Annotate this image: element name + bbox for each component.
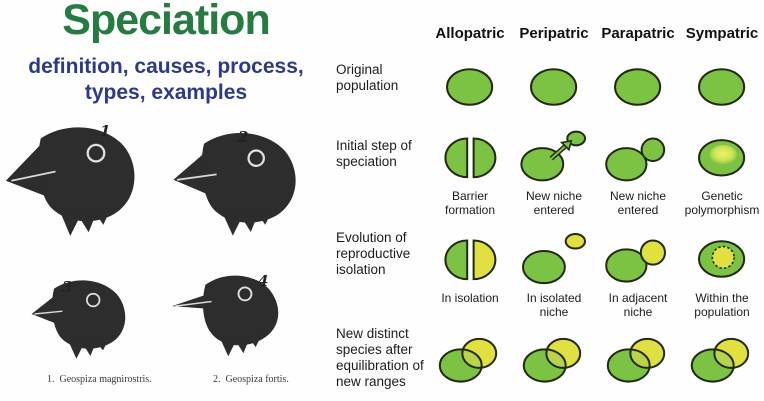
isolated-niche-shape	[521, 233, 587, 285]
title-panel: Speciation definition, causes, process, …	[0, 0, 332, 401]
cell-allopatric-isolation: In isolation	[428, 222, 512, 322]
cell-parapatric-isolation: In adjacent niche	[596, 222, 680, 322]
page-title: Speciation	[62, 0, 270, 44]
cell-sublabel: In isolated niche	[526, 291, 582, 319]
cell-peripatric-newspecies	[512, 322, 596, 401]
cell-peripatric-initial: New niche entered	[512, 120, 596, 222]
finch-number-3: 3	[62, 278, 73, 296]
cell-allopatric-newspecies	[428, 322, 512, 401]
page-subtitle-line2: types, examples	[84, 81, 248, 104]
finch-number-2: 2	[238, 128, 249, 146]
original-population-shape	[614, 68, 662, 106]
cell-sublabel: In adjacent niche	[608, 291, 668, 319]
row-label-initial-step: Initial step of speciation	[336, 138, 412, 169]
cell-sublabel: Genetic polymorphism	[684, 189, 760, 217]
page-subtitle-line1: definition, causes, process,	[28, 55, 304, 78]
finch-number-1: 1	[100, 122, 111, 140]
cell-peripatric-original	[512, 48, 596, 120]
speciation-table: Allopatric Peripatric Parapatric Sympatr…	[332, 0, 764, 401]
overlapping-species-shape	[522, 337, 582, 383]
cell-sympatric-original	[680, 48, 764, 120]
finch-number-4: 4	[258, 272, 269, 290]
row-label-reproductive-isolation: Evolution of reproductive isolation	[336, 230, 411, 277]
new-niche-arrow-shape	[520, 130, 587, 182]
adjacent-niche-shape	[605, 239, 666, 283]
finch-caption-left-line1: 1. Geospiza magnirostris.	[47, 374, 152, 385]
cell-sublabel: Barrier formation	[444, 189, 496, 217]
column-header-sympatric: Sympatric	[685, 25, 759, 42]
row-label-new-species: New distinct species after equilibration…	[336, 326, 424, 389]
overlapping-species-shape	[690, 337, 750, 383]
original-population-shape	[446, 68, 494, 106]
cell-allopatric-original	[428, 48, 512, 120]
finch-caption-left: 1. Geospiza magnirostris. 3. Geospiza pa…	[32, 360, 152, 401]
original-population-shape	[530, 68, 578, 106]
barrier-split-shape	[444, 137, 497, 179]
overlapping-species-shape	[606, 337, 666, 383]
cell-allopatric-initial: Barrier formation	[428, 120, 512, 222]
column-header-parapatric: Parapatric	[601, 25, 675, 42]
cell-sublabel: New niche entered	[525, 189, 583, 217]
isolated-split-shape	[444, 239, 497, 281]
page-subtitle: definition, causes, process, types, exam…	[0, 54, 332, 106]
budding-niche-shape	[605, 137, 666, 182]
finch-caption-right-line1: 2. Geospiza fortis.	[213, 374, 289, 385]
cell-sublabel: New niche entered	[609, 189, 667, 217]
cell-sympatric-newspecies	[680, 322, 764, 401]
finch-caption-right: 2. Geospiza fortis. 4. Certhidea olivase…	[198, 360, 302, 401]
genetic-polymorphism-shape	[698, 139, 746, 177]
within-population-shape	[698, 240, 746, 278]
cell-sublabel: Within the population	[694, 291, 750, 319]
cell-parapatric-initial: New niche entered	[596, 120, 680, 222]
column-header-peripatric: Peripatric	[519, 25, 589, 42]
cell-sympatric-isolation: Within the population	[680, 222, 764, 322]
original-population-shape	[698, 68, 746, 106]
row-label-original-population: Original population	[336, 62, 399, 93]
cell-peripatric-isolation: In isolated niche	[512, 222, 596, 322]
cell-sympatric-initial: Genetic polymorphism	[680, 120, 764, 222]
cell-sublabel: In isolation	[441, 291, 499, 305]
finch-heads-illustration	[5, 127, 296, 359]
column-header-allopatric: Allopatric	[435, 25, 505, 42]
overlapping-species-shape	[438, 337, 498, 383]
table-corner-spacer	[332, 0, 428, 48]
cell-parapatric-original	[596, 48, 680, 120]
cell-parapatric-newspecies	[596, 322, 680, 401]
